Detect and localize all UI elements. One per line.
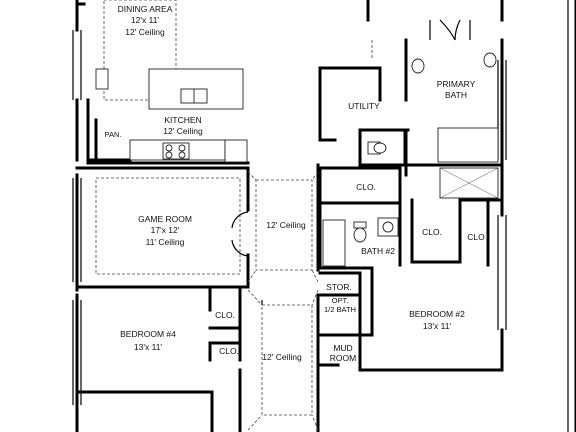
opt-bath-line1: OPT. xyxy=(332,296,349,305)
walls xyxy=(72,0,576,432)
mud-room-line1: MUD xyxy=(333,343,352,353)
opt-bath-line2: 1/2 BATH xyxy=(324,305,356,314)
kitchen-name: KITCHEN xyxy=(164,115,201,125)
dining-area-size: 12'x 11' xyxy=(131,15,160,25)
mud-room-line2: ROOM xyxy=(330,353,356,363)
refrigerator xyxy=(224,139,248,163)
closet-bath-name: CLO. xyxy=(422,227,442,237)
bedroom2-name: BEDROOM #2 xyxy=(409,309,465,319)
primary-bath-line1: PRIMARY xyxy=(437,79,476,89)
bedroom4-name: BEDROOM #4 xyxy=(120,329,176,339)
dining-area-ceiling: 12' Ceiling xyxy=(125,27,165,37)
utility-name: UTILITY xyxy=(348,101,380,111)
hall-ceiling-upper: 12' Ceiling xyxy=(266,220,306,230)
bath2-name: BATH #2 xyxy=(361,246,395,256)
bath2-fixtures xyxy=(322,217,399,267)
primary-bath-line2: BATH xyxy=(445,90,467,100)
closet-bed4-a: CLO. xyxy=(215,310,235,320)
doors xyxy=(231,211,263,305)
room-labels: DINING AREA 12'x 11' 12' Ceiling KITCHEN… xyxy=(105,4,486,363)
tub-bath2 xyxy=(322,219,346,267)
hall-ceiling-lower: 12' Ceiling xyxy=(262,352,302,362)
closet-utility-name: CLO. xyxy=(356,182,376,192)
primary-bath-fixtures xyxy=(367,19,499,199)
kitchen-ceiling: 12' Ceiling xyxy=(163,126,203,136)
pantry-name: PAN. xyxy=(105,130,122,139)
closet-bed4-b: CLO. xyxy=(219,346,239,356)
bedroom2-size: 13'x 11' xyxy=(423,321,452,331)
game-room-name: GAME ROOM xyxy=(138,214,192,224)
game-room-size: 17'x 12' xyxy=(151,225,180,235)
dining-area-name: DINING AREA xyxy=(118,4,173,14)
ceiling-outlines xyxy=(95,0,373,431)
storage-name: STOR. xyxy=(326,282,352,292)
bedroom4-size: 13'x 11' xyxy=(134,342,163,352)
closet-right-name: CLO xyxy=(467,232,485,242)
game-room-ceiling: 11' Ceiling xyxy=(146,237,185,247)
kitchen-fixtures xyxy=(95,68,248,163)
toilet-bath2 xyxy=(353,227,367,243)
